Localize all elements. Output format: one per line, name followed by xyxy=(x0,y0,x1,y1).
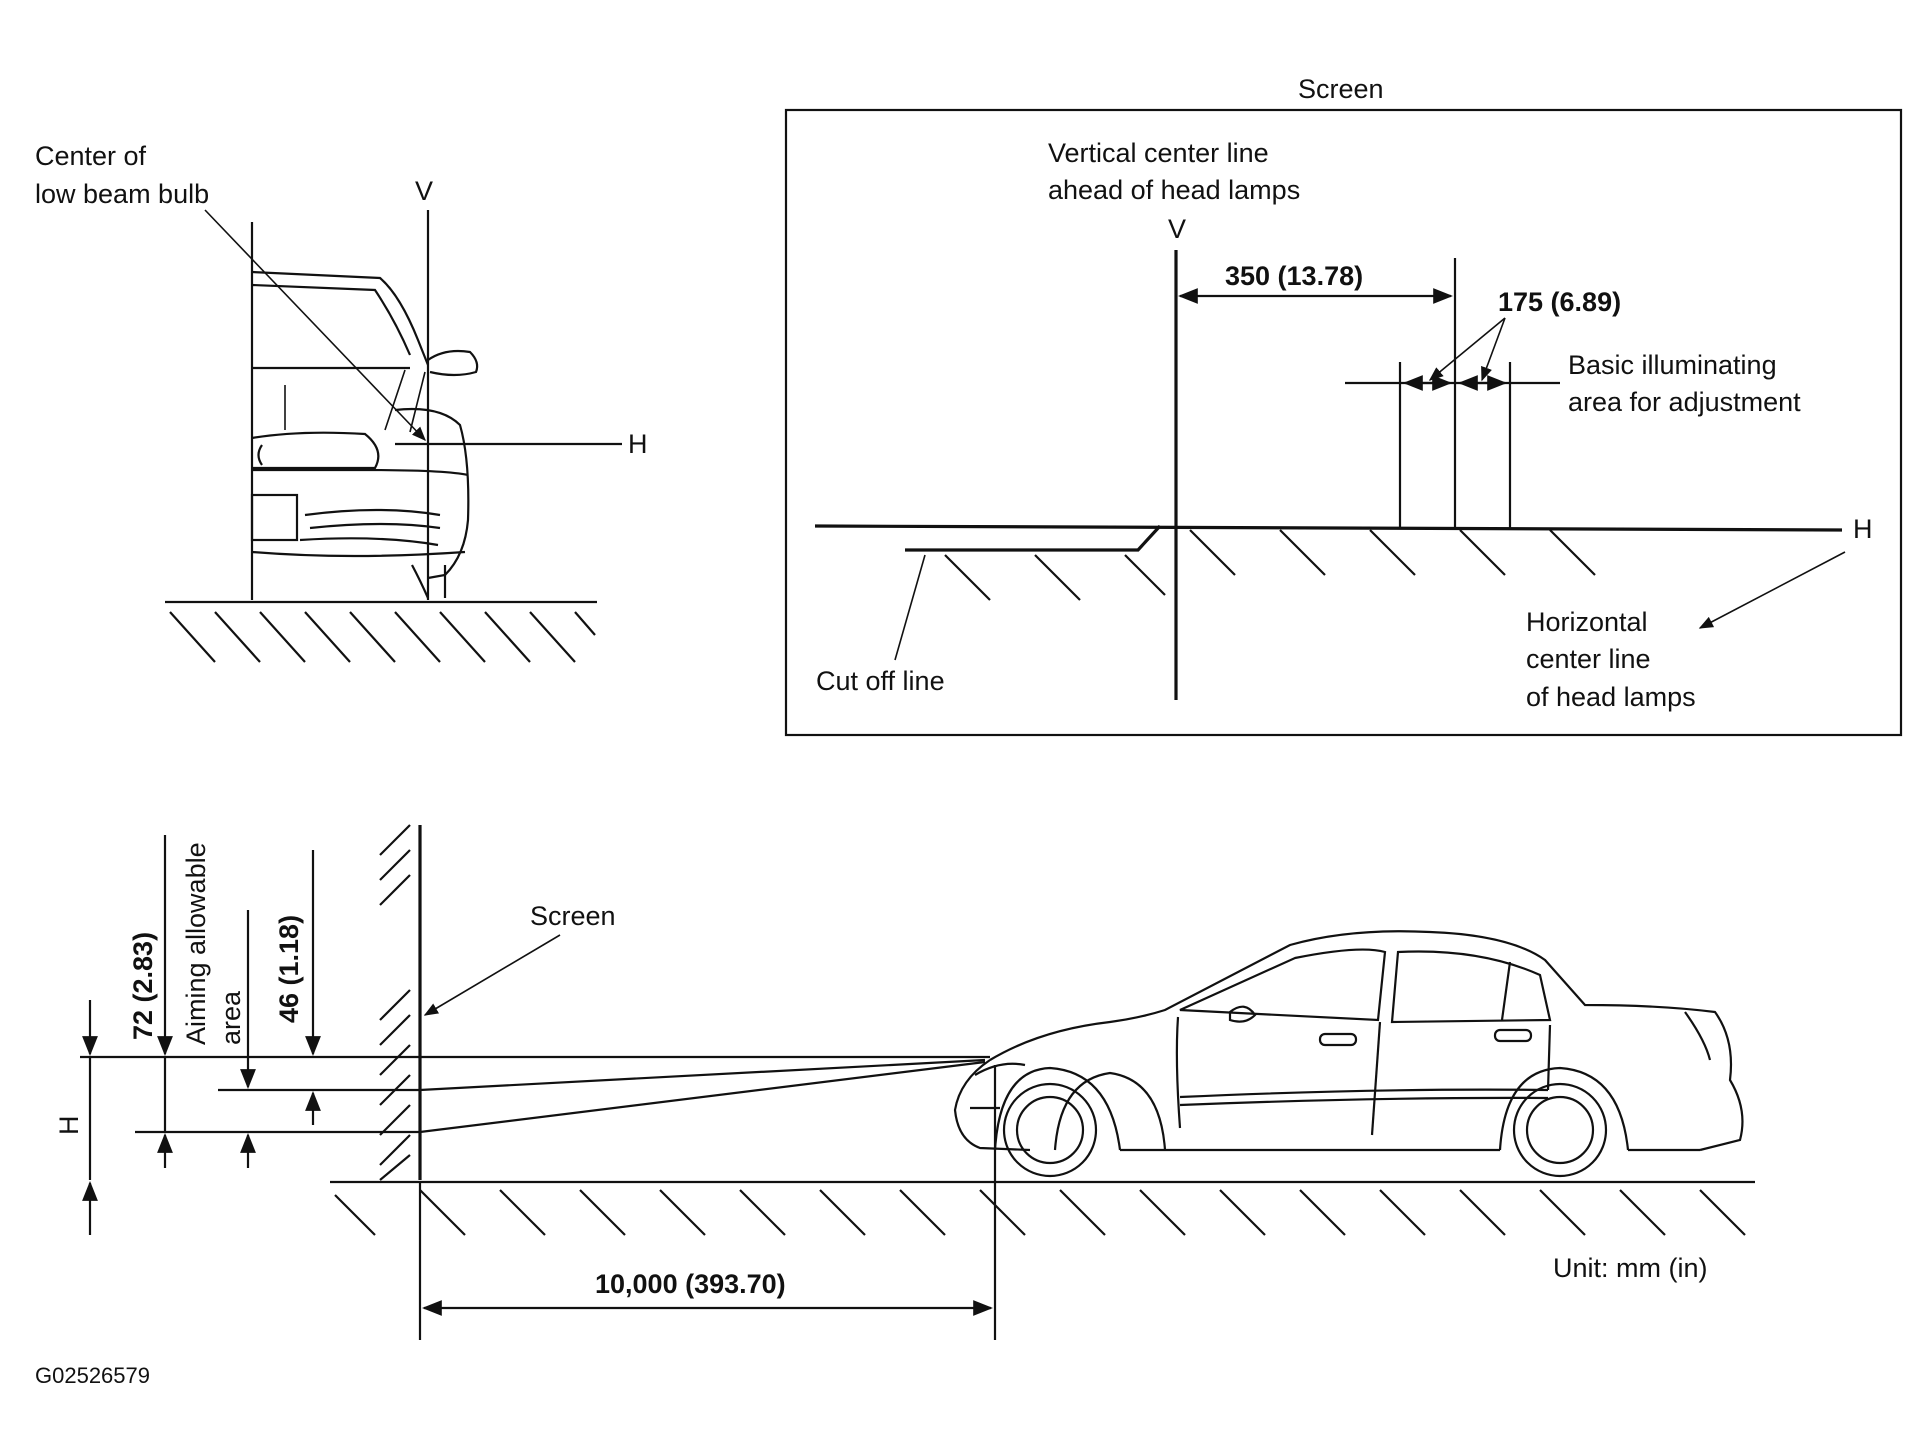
screen-wall-hatch xyxy=(379,824,411,1181)
cutoff-line xyxy=(905,524,1162,552)
screen-hatch xyxy=(944,529,1596,601)
front-v-label: V xyxy=(415,176,433,206)
front-wheel xyxy=(1002,1082,1098,1178)
distance-label: 10,000 (393.70) xyxy=(595,1269,786,1299)
dim-72-label: 72 (2.83) xyxy=(128,932,158,1040)
screen-leader xyxy=(423,934,561,1016)
basic-area-label-1: Basic illuminating xyxy=(1568,350,1777,380)
side-ground-hatch xyxy=(334,1189,1746,1236)
side-view: 72 (2.83) Aiming allowable area 46 (1.18… xyxy=(54,824,1755,1340)
aiming-label-2: area xyxy=(216,990,246,1045)
screen-h-line xyxy=(814,524,1843,532)
dim-46-label: 46 (1.18) xyxy=(274,915,304,1023)
bulb-leader-arrow xyxy=(204,209,426,442)
side-screen-label: Screen xyxy=(530,901,616,931)
horizontal-label-3: of head lamps xyxy=(1526,682,1696,712)
beam-upper xyxy=(419,1058,986,1092)
screen-title: Screen xyxy=(1298,74,1384,104)
center-of-bulb-label-1: Center of xyxy=(35,141,147,171)
rear-wheel xyxy=(1512,1082,1608,1178)
screen-view: Screen Vertical center line ahead of hea… xyxy=(784,74,1903,737)
side-h-label: H xyxy=(54,1116,84,1136)
basic-area-label-2: area for adjustment xyxy=(1568,387,1801,417)
horizontal-leader xyxy=(1698,551,1846,629)
vertical-center-label-2: ahead of head lamps xyxy=(1048,175,1300,205)
cutoff-label: Cut off line xyxy=(816,666,945,696)
car-front-outline xyxy=(250,270,479,599)
figure-id: G02526579 xyxy=(35,1363,150,1388)
unit-label: Unit: mm (in) xyxy=(1553,1253,1708,1283)
center-of-bulb-label-2: low beam bulb xyxy=(35,179,209,209)
horizontal-label-2: center line xyxy=(1526,644,1651,674)
dim-175-leader-1 xyxy=(1428,317,1506,381)
car-side-outline xyxy=(953,930,1744,1178)
dim-175-leader-2 xyxy=(1481,317,1506,382)
front-h-label: H xyxy=(628,429,648,459)
dim-175-label: 175 (6.89) xyxy=(1498,287,1621,317)
vertical-center-label-1: Vertical center line xyxy=(1048,138,1269,168)
screen-v-label: V xyxy=(1168,214,1186,244)
beam-lower xyxy=(419,1060,986,1134)
front-ground-hatch xyxy=(169,611,596,663)
aiming-label-1: Aiming allowable xyxy=(181,842,211,1045)
cutoff-leader xyxy=(894,554,926,661)
horizontal-label-1: Horizontal xyxy=(1526,607,1648,637)
screen-frame xyxy=(784,108,1903,737)
front-view: Center of low beam bulb V H xyxy=(35,141,648,663)
screen-h-label: H xyxy=(1853,514,1873,544)
dim-350-label: 350 (13.78) xyxy=(1225,261,1363,291)
